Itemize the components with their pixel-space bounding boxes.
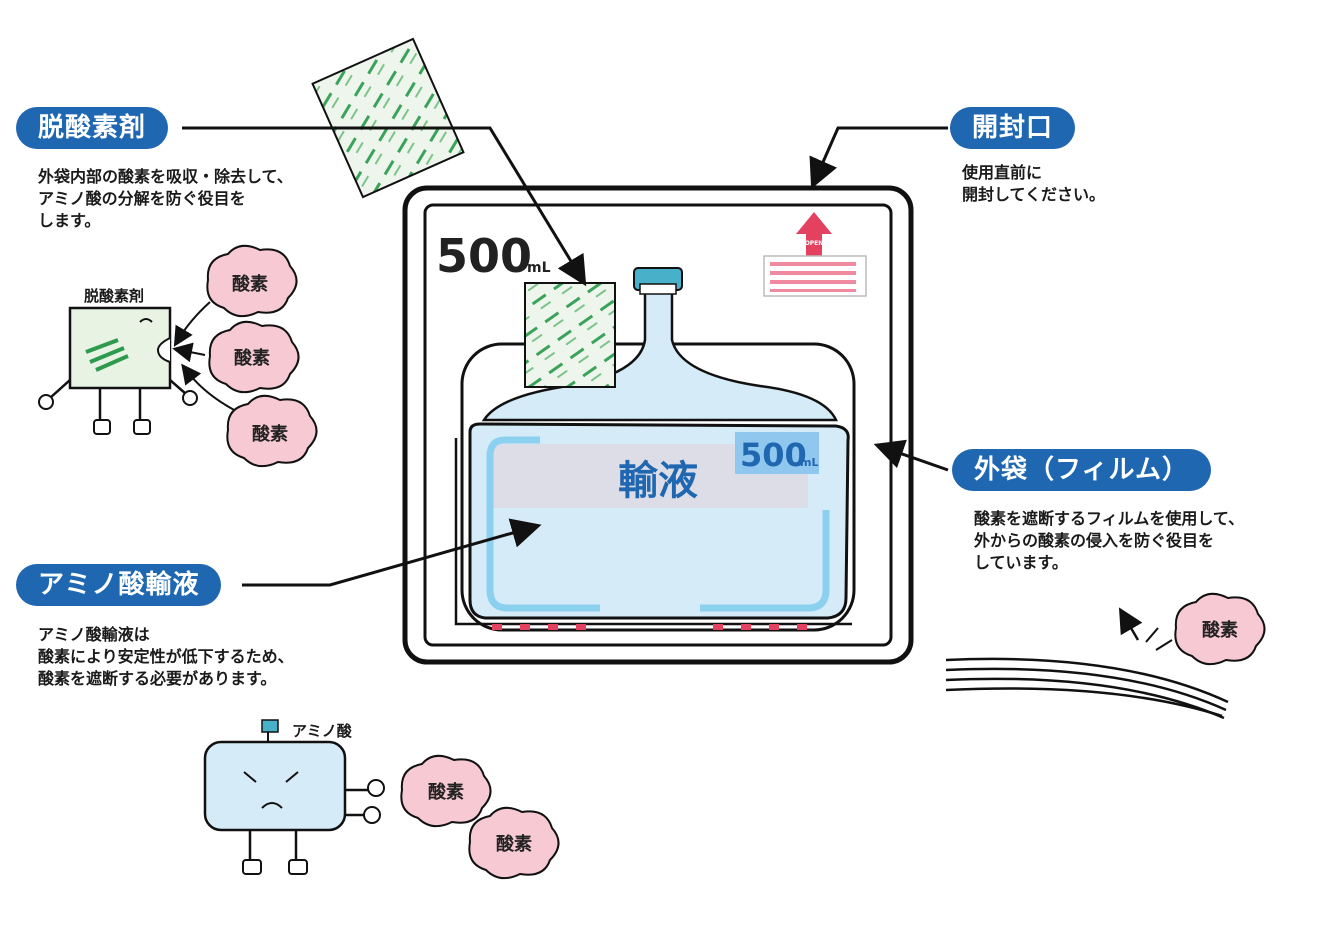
oxygen-absorber-packet-floating [311, 37, 465, 199]
oxygen-label: 酸素 [252, 423, 288, 445]
infusion-bag [454, 422, 852, 630]
oxygen-label: 酸素 [232, 273, 268, 295]
absorber-character-label: 脱酸素剤 [84, 287, 145, 305]
oxygen-cloud-2: 酸素 [208, 320, 300, 394]
amino-character-label: アミノ酸 [292, 722, 352, 740]
callout-amino-solution-desc: アミノ酸輸液は 酸素により安定性が低下するため、 酸素を遮断する必要があります。 [38, 625, 294, 688]
infusion-volume-number: 500 [740, 436, 807, 474]
callout-opening-desc: 使用直前に 開封してください。 [962, 163, 1106, 204]
leader-lines [182, 126, 949, 587]
infusion-volume-unit: mL [800, 456, 818, 469]
callout-outer-bag-title: 外袋（フィルム） [952, 449, 1211, 491]
oxygen-label: 酸素 [1202, 619, 1238, 641]
film-layers [945, 607, 1229, 720]
seal-marks [492, 624, 807, 630]
oxygen-label: 酸素 [496, 833, 532, 855]
bag-volume-number: 500 [436, 229, 532, 283]
outer-bag [402, 185, 914, 665]
oxygen-cloud-6: 酸素 [1174, 592, 1266, 666]
oxygen-cloud-4: 酸素 [400, 754, 492, 828]
amino-character [203, 719, 385, 875]
absorber-character [38, 301, 239, 435]
open-arrow-text: OPEN [805, 240, 824, 247]
bag-volume-unit: mL [527, 260, 551, 276]
oxygen-label: 酸素 [234, 347, 270, 369]
oxygen-cloud-5: 酸素 [468, 806, 560, 880]
oxygen-cloud-3: 酸素 [226, 394, 318, 468]
callout-amino-solution-title: アミノ酸輸液 [16, 564, 222, 606]
callout-oxygen-absorber-desc: 外袋内部の酸素を吸収・除去して、 アミノ酸の分解を防ぐ役目を します。 [38, 167, 293, 230]
oxygen-absorber-packet [524, 282, 616, 388]
oxygen-label: 酸素 [428, 781, 464, 803]
callout-outer-bag-desc: 酸素を遮断するフィルムを使用して、 外からの酸素の侵入を防ぐ役目を しています。 [974, 509, 1245, 572]
oxygen-cloud-1: 酸素 [206, 244, 298, 318]
open-indicator [763, 212, 867, 297]
infusion-label: 輸液 [618, 458, 698, 504]
callout-opening-title: 開封口 [950, 107, 1076, 149]
callout-oxygen-absorber-title: 脱酸素剤 [16, 107, 169, 149]
